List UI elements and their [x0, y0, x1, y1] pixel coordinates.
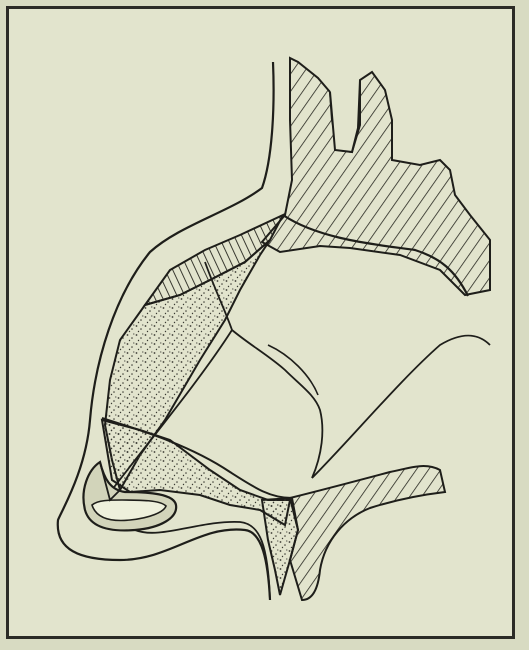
- maxilla-region: [290, 466, 445, 600]
- inner-arc-line: [312, 336, 490, 478]
- nasal-bone-inner-notch: [330, 80, 360, 152]
- upper-lip-line: [135, 522, 270, 600]
- nasal-bone-region: [262, 58, 490, 295]
- inner-cavity-line: [268, 345, 318, 395]
